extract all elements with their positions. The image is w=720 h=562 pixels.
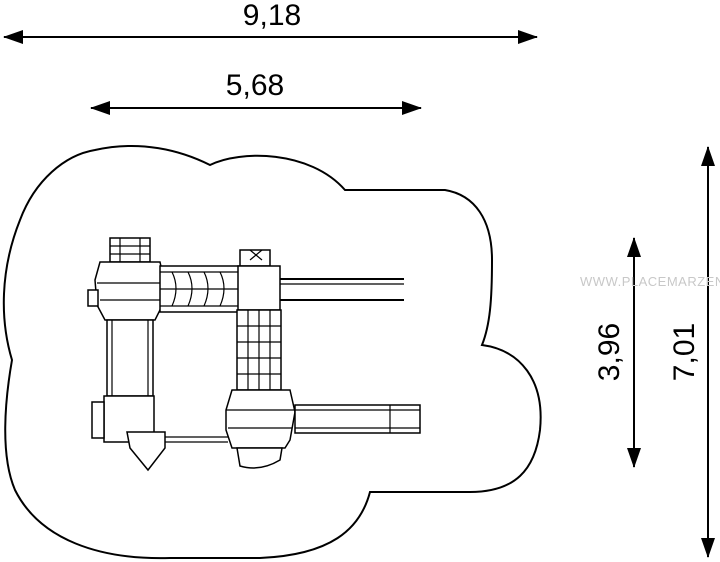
left-walkway xyxy=(106,319,154,397)
right-tower xyxy=(237,249,281,311)
watermark: WWW.PLACEMARZEN.PL xyxy=(580,274,720,289)
upper-tunnel-bridge xyxy=(159,265,241,313)
left-ladder xyxy=(109,237,151,263)
structure-width-label: 5,68 xyxy=(226,69,284,102)
curved-slide-exit xyxy=(236,447,283,469)
triangular-platform xyxy=(126,431,166,472)
overall-depth-label: 7,01 xyxy=(668,323,701,381)
overall-width-label: 9,18 xyxy=(243,0,301,32)
lower-right-platform xyxy=(225,389,296,449)
climbing-net xyxy=(236,309,282,391)
playground-structure xyxy=(87,237,421,472)
safety-zone-outline xyxy=(2,144,542,560)
bottom-bridge xyxy=(165,436,228,443)
straight-slide xyxy=(294,404,421,434)
left-tower-platform xyxy=(94,261,166,321)
horizontal-bars xyxy=(280,278,404,301)
structure-depth-label: 3,96 xyxy=(593,323,626,381)
